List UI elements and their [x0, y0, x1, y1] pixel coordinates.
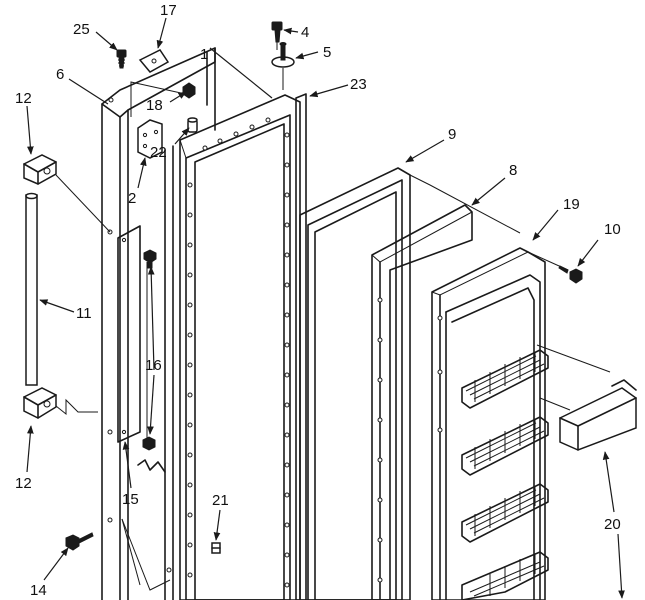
bottom-hinge-block: [23, 387, 57, 419]
door-gasket: [299, 167, 411, 600]
door-shelf-4: [461, 551, 549, 600]
callout-14: 14: [30, 582, 47, 599]
callout-labels: 25 17 4 5 1 23 6 18 12 22 2 9 8 19 10 11…: [15, 2, 621, 599]
door-stop-bracket: [137, 119, 163, 159]
spacer-22: [187, 117, 198, 133]
door-shelf-1: [461, 349, 549, 409]
gasket-frame-holes: [187, 117, 290, 588]
screw-25: [116, 49, 127, 69]
callout-12-top: 12: [15, 90, 32, 107]
door-liner: [371, 204, 473, 600]
callout-1: 1: [200, 46, 208, 63]
callout-11: 11: [76, 305, 92, 322]
door-shelf-2: [461, 416, 549, 476]
nut-18: [182, 82, 196, 99]
callout-18: 18: [146, 97, 163, 114]
callout-12-bottom: 12: [15, 475, 32, 492]
screw-16-bottom: [142, 436, 156, 451]
door-shelf-liner: [431, 247, 549, 600]
hinge-pin-5: [271, 42, 295, 68]
door-gasket-frame: [179, 94, 301, 600]
callout-25: 25: [73, 21, 90, 38]
clip-21: [211, 542, 221, 554]
callout-leaders: [26, 17, 625, 599]
callout-6: 6: [56, 66, 64, 83]
callout-10: 10: [604, 221, 621, 238]
callout-20: 20: [604, 516, 621, 533]
side-trim-strip: [295, 93, 307, 600]
outer-door-panel: [101, 47, 216, 600]
callout-15: 15: [122, 491, 139, 508]
shelf-bin: [559, 379, 637, 451]
door-shelf-3: [461, 483, 549, 543]
screw-4: [271, 21, 283, 43]
callout-4: 4: [301, 24, 309, 41]
assembly-lines: [55, 42, 611, 591]
hinge-rod: [25, 192, 38, 386]
callout-16: 16: [145, 357, 162, 374]
callout-19: 19: [563, 196, 580, 213]
callout-21: 21: [212, 492, 229, 509]
top-hinge-block: [23, 154, 57, 185]
screw-10: [558, 265, 583, 284]
callout-23: 23: [350, 76, 367, 93]
screw-14: [65, 532, 94, 551]
callout-9: 9: [448, 126, 456, 143]
door-liner-holes: [377, 297, 383, 583]
hinge-mounting-plate: [117, 225, 148, 443]
door-liner-flange: [164, 145, 174, 600]
callout-17: 17: [160, 2, 177, 19]
callout-5: 5: [323, 44, 331, 61]
screw-16-top: [143, 249, 157, 269]
callout-8: 8: [509, 162, 517, 179]
top-hinge-bracket: [138, 49, 170, 73]
callout-22: 22: [150, 144, 167, 161]
callout-2: 2: [128, 190, 136, 207]
